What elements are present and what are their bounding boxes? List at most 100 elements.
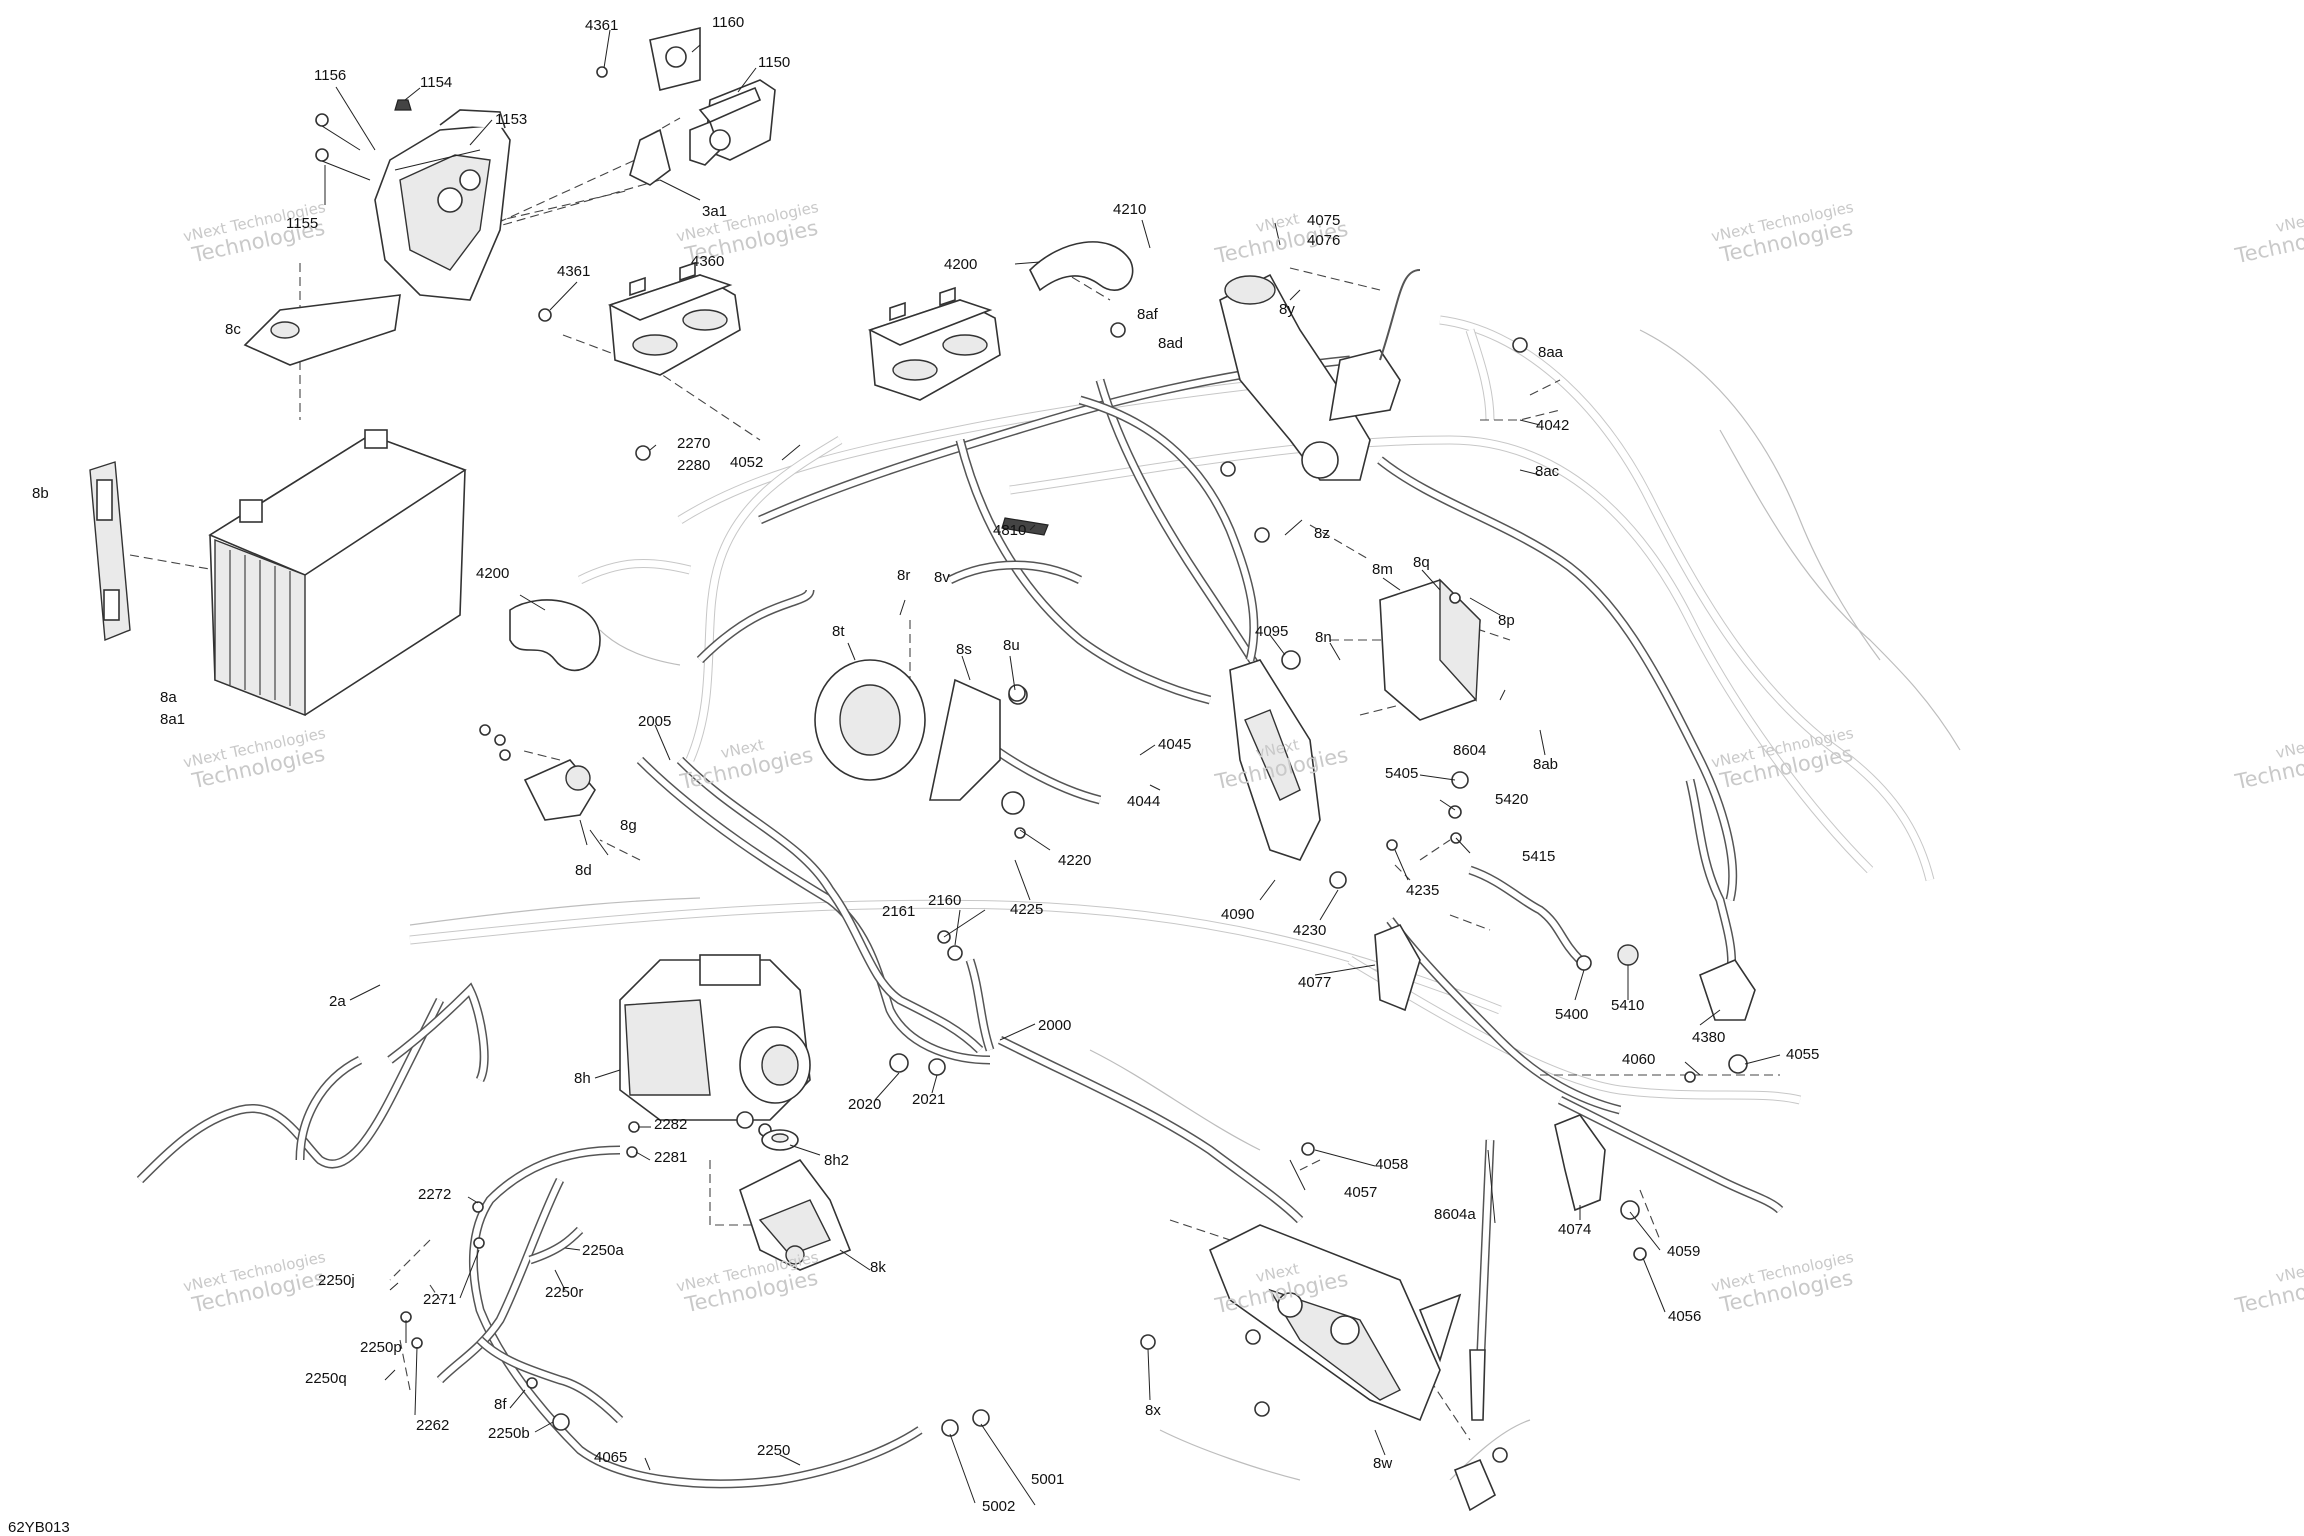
connector-4380 [1699, 959, 1756, 1021]
callout-4095: 4095 [1255, 623, 1289, 640]
callout-8y: 8y [1279, 301, 1295, 318]
callout-2161: 2161 [882, 903, 916, 920]
callout-2250: 2250 [757, 1442, 791, 1459]
callout-8ab: 8ab [1533, 756, 1559, 773]
ground-wire-5400 [1468, 865, 1639, 971]
callout-4057: 4057 [1344, 1184, 1378, 1201]
callout-1155: 1155 [286, 215, 319, 232]
callout-1153: 1153 [495, 111, 528, 128]
callout-5002: 5002 [982, 1498, 1016, 1515]
callout-4361-mid: 4361 [557, 263, 591, 280]
callout-8m: 8m [1372, 561, 1393, 578]
callout-5420: 5420 [1495, 791, 1529, 808]
starter-solenoid-8d [479, 724, 596, 821]
callout-4042: 4042 [1536, 417, 1570, 434]
bolts-1154-1156 [315, 99, 412, 181]
callout-4360: 4360 [691, 253, 725, 270]
callout-2272: 2272 [418, 1186, 452, 1203]
callout-5400: 5400 [1555, 1006, 1589, 1023]
callout-8v: 8v [934, 569, 950, 586]
callout-8c: 8c [225, 321, 241, 338]
callout-8f: 8f [494, 1396, 507, 1413]
callout-8ac: 8ac [1535, 463, 1560, 480]
callout-2282: 2282 [654, 1116, 688, 1133]
relay-1150 [596, 26, 776, 186]
callout-4055: 4055 [1786, 1046, 1820, 1063]
module-4360-right [867, 286, 1001, 401]
callout-4200-top: 4200 [944, 256, 978, 273]
callout-4045: 4045 [1158, 736, 1192, 753]
callout-8q: 8q [1413, 554, 1430, 571]
callout-4059: 4059 [1667, 1243, 1701, 1260]
callout-2000: 2000 [1038, 1017, 1072, 1034]
callout-8af: 8af [1137, 306, 1158, 323]
callout-4065: 4065 [594, 1449, 628, 1466]
callout-2250q: 2250q [305, 1370, 347, 1387]
callout-4230: 4230 [1293, 922, 1327, 939]
battery-cover-8c [243, 294, 401, 366]
fuse-block-4810 [1001, 517, 1049, 536]
small-fasteners [400, 322, 1748, 1463]
bracket-4090 [1229, 659, 1321, 861]
callout-2021: 2021 [912, 1091, 946, 1108]
guard-4200-left [509, 599, 601, 672]
callout-2262: 2262 [416, 1417, 450, 1434]
actuator-8y [1219, 269, 1421, 481]
battery-8a [208, 429, 467, 717]
callout-4075: 4075 [1307, 212, 1341, 229]
callout-8a: 8a [160, 689, 177, 706]
callout-8g: 8g [620, 817, 637, 834]
callout-2281: 2281 [654, 1149, 688, 1166]
battery-cables [636, 588, 995, 1065]
module-4360-left [538, 261, 741, 376]
callout-4200-left: 4200 [476, 565, 510, 582]
connector-4074 [1554, 1114, 1606, 1212]
callout-8aa: 8aa [1538, 344, 1564, 361]
callout-8n: 8n [1315, 629, 1332, 646]
antenna-8604a [1453, 1139, 1497, 1512]
callout-4090: 4090 [1221, 906, 1255, 923]
callout-2270: 2270 [677, 435, 711, 452]
callout-4225: 4225 [1010, 901, 1044, 918]
callout-2250b: 2250b [488, 1425, 530, 1442]
harness-2250 [436, 1145, 923, 1489]
callout-4056: 4056 [1668, 1308, 1702, 1325]
abs-module-8h [619, 954, 811, 1137]
harness-2a [136, 982, 489, 1184]
callout-8z: 8z [1314, 525, 1330, 542]
callout-8ad: 8ad [1158, 335, 1184, 352]
callout-2250p: 2250p [360, 1339, 402, 1356]
callout-4380: 4380 [1692, 1029, 1726, 1046]
callout-8t: 8t [832, 623, 845, 640]
callout-8b: 8b [32, 485, 49, 502]
callout-5405: 5405 [1385, 765, 1419, 782]
callout-8r: 8r [897, 567, 911, 584]
callout-4074: 4074 [1558, 1221, 1592, 1238]
callout-2280: 2280 [677, 457, 711, 474]
callout-4220: 4220 [1058, 852, 1092, 869]
horn-8s [814, 659, 1028, 801]
callout-8h: 8h [574, 1070, 591, 1087]
callout-4052: 4052 [730, 454, 764, 471]
callout-1154: 1154 [420, 74, 453, 91]
callout-8a1: 8a1 [160, 711, 186, 728]
grommet-8h2 [761, 1129, 799, 1151]
callout-1150: 1150 [758, 54, 791, 71]
callout-4810: 4810 [993, 522, 1027, 539]
module-bracket-1153 [374, 109, 511, 301]
callout-4235: 4235 [1406, 882, 1440, 899]
callout-8h2: 8h2 [824, 1152, 850, 1169]
callout-3a1: 3a1 [702, 203, 728, 220]
connector-4077 [1374, 923, 1421, 1012]
callout-4058: 4058 [1375, 1156, 1409, 1173]
callout-8d: 8d [575, 862, 592, 879]
callout-5410: 5410 [1611, 997, 1645, 1014]
leader-lines [324, 29, 1781, 1506]
vehicle-frame [409, 315, 1961, 1481]
callout-8w: 8w [1373, 1455, 1393, 1472]
callout-8604: 8604 [1453, 742, 1487, 759]
callout-4210: 4210 [1113, 201, 1147, 218]
diagram-code: 62YB013 [8, 1519, 70, 1536]
callout-4077: 4077 [1298, 974, 1332, 991]
